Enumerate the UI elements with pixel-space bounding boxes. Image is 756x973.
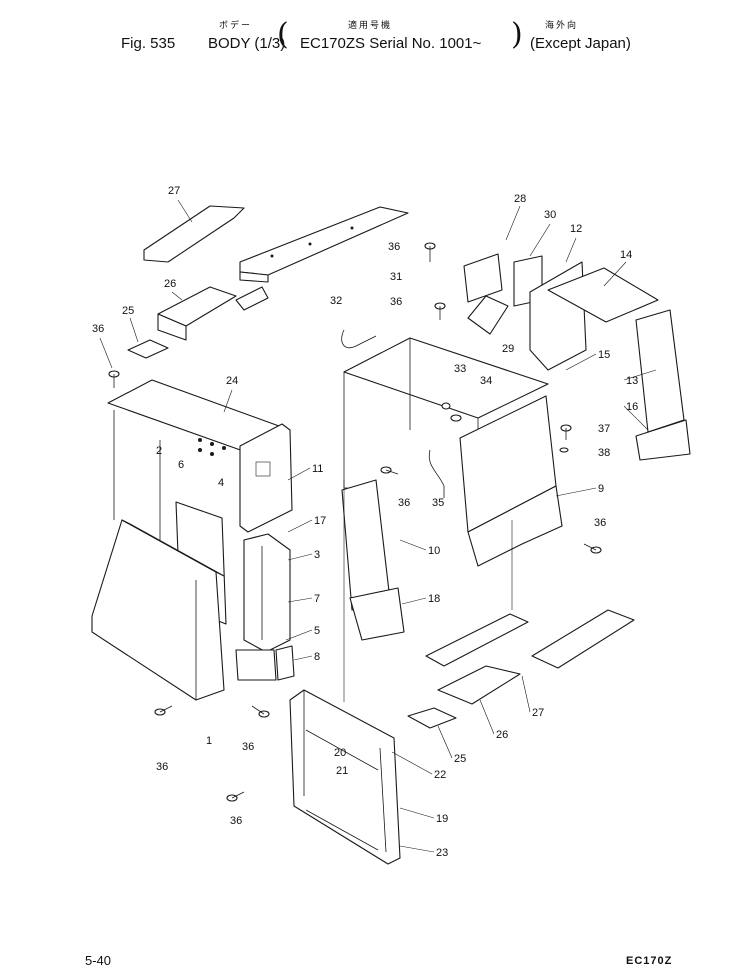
- callout-6: 6: [178, 459, 184, 471]
- callout-23: 23: [436, 847, 448, 859]
- part-29-bracket: [467, 295, 509, 335]
- part-name-japanese: ボデー: [219, 20, 253, 30]
- callout-34: 34: [480, 375, 492, 387]
- left-bracket: (: [277, 17, 289, 52]
- right-bracket: ): [511, 17, 523, 52]
- part-28-bracket: [463, 253, 503, 303]
- part-33-34-grommets: [441, 402, 462, 422]
- part-18-block: [349, 587, 405, 641]
- callout-38: 38: [598, 447, 610, 459]
- callout-36-e: 36: [388, 241, 400, 253]
- callout-3: 3: [314, 549, 320, 561]
- part-8-block: [275, 645, 295, 681]
- callout-27-left: 27: [168, 185, 180, 197]
- callout-30: 30: [544, 209, 556, 221]
- page-number: 5-40: [85, 953, 112, 968]
- part-14-top-cover: [547, 267, 659, 323]
- callout-37: 37: [598, 423, 610, 435]
- part-32-pipe: [341, 329, 377, 349]
- callout-14: 14: [620, 249, 632, 261]
- callout-2: 2: [156, 445, 162, 457]
- part-11-side-panel: [239, 423, 293, 533]
- callout-8: 8: [314, 651, 320, 663]
- callout-26-left: 26: [164, 278, 176, 290]
- part-27-cover-left: [143, 205, 245, 263]
- callout-36-a: 36: [92, 323, 104, 335]
- callout-11: 11: [312, 463, 323, 475]
- part-2-frame: [113, 410, 161, 540]
- part-25-plate-right: [407, 707, 457, 729]
- callout-21: 21: [336, 765, 348, 777]
- callout-18: 18: [428, 593, 440, 605]
- callout-12: 12: [570, 223, 582, 235]
- callout-1: 1: [206, 735, 212, 747]
- part-25-plate-left: [127, 339, 169, 359]
- callout-24: 24: [226, 375, 238, 387]
- part-26-cover-left: [157, 286, 269, 341]
- part-26-cover-right: [437, 665, 521, 705]
- callout-36-c: 36: [242, 741, 254, 753]
- overseas-japanese: 海外向: [545, 20, 579, 30]
- part-35-harness: [428, 449, 445, 498]
- callout-36-d: 36: [230, 815, 242, 827]
- callout-32: 32: [330, 295, 342, 307]
- callout-35: 35: [432, 497, 444, 509]
- callout-5: 5: [314, 625, 320, 637]
- callout-19: 19: [436, 813, 448, 825]
- callout-31: 31: [390, 271, 402, 283]
- part-10-panel: [341, 479, 391, 611]
- callout-33: 33: [454, 363, 466, 375]
- part-5-base: [235, 649, 277, 681]
- callout-20: 20: [334, 747, 346, 759]
- callout-36-f: 36: [390, 296, 402, 308]
- callout-26-right: 26: [496, 729, 508, 741]
- callout-7: 7: [314, 593, 320, 605]
- part-36-bolts-right: [380, 242, 602, 554]
- callout-13: 13: [626, 375, 638, 387]
- part-bracket-long: [239, 206, 409, 283]
- part-bracket-right: [531, 609, 635, 669]
- callout-9: 9: [598, 483, 604, 495]
- callout-15: 15: [598, 349, 610, 361]
- market: (Except Japan): [530, 35, 631, 52]
- callout-22: 22: [434, 769, 446, 781]
- callout-16: 16: [626, 401, 638, 413]
- callout-labels: 27 26 25 36 24 2 6 4 1 36 36 36 11 17 3 …: [92, 185, 638, 859]
- model-serial: EC170ZS Serial No. 1001~: [300, 35, 482, 52]
- part-9-side-frame: [459, 395, 563, 567]
- callout-36-h: 36: [398, 497, 410, 509]
- callout-4: 4: [218, 477, 224, 489]
- part-3-panel: [243, 533, 291, 653]
- part-16-block: [635, 419, 691, 461]
- figure-number: Fig. 535: [121, 35, 176, 52]
- leader-lines: [99, 199, 657, 853]
- callout-36-g: 36: [594, 517, 606, 529]
- callout-36-b: 36: [156, 761, 168, 773]
- callout-28: 28: [514, 193, 526, 205]
- part-36-bolts-left: [108, 370, 270, 802]
- applicable-machine-japanese: 適用号機: [348, 20, 393, 30]
- model-code: EC170Z: [626, 955, 673, 967]
- part-19-23-door: [289, 689, 401, 865]
- part-27-cover-right: [425, 613, 529, 667]
- callout-25-left: 25: [122, 305, 134, 317]
- part-20-21-bars: [305, 729, 379, 851]
- callout-25-right: 25: [454, 753, 466, 765]
- callout-10: 10: [428, 545, 440, 557]
- callout-27-right: 27: [532, 707, 544, 719]
- figure-title: BODY (1/3): [208, 35, 286, 52]
- callout-17: 17: [314, 515, 326, 527]
- part-13-side-panel: [635, 309, 685, 433]
- callout-29: 29: [502, 343, 514, 355]
- part-1-lower-body: [91, 519, 225, 701]
